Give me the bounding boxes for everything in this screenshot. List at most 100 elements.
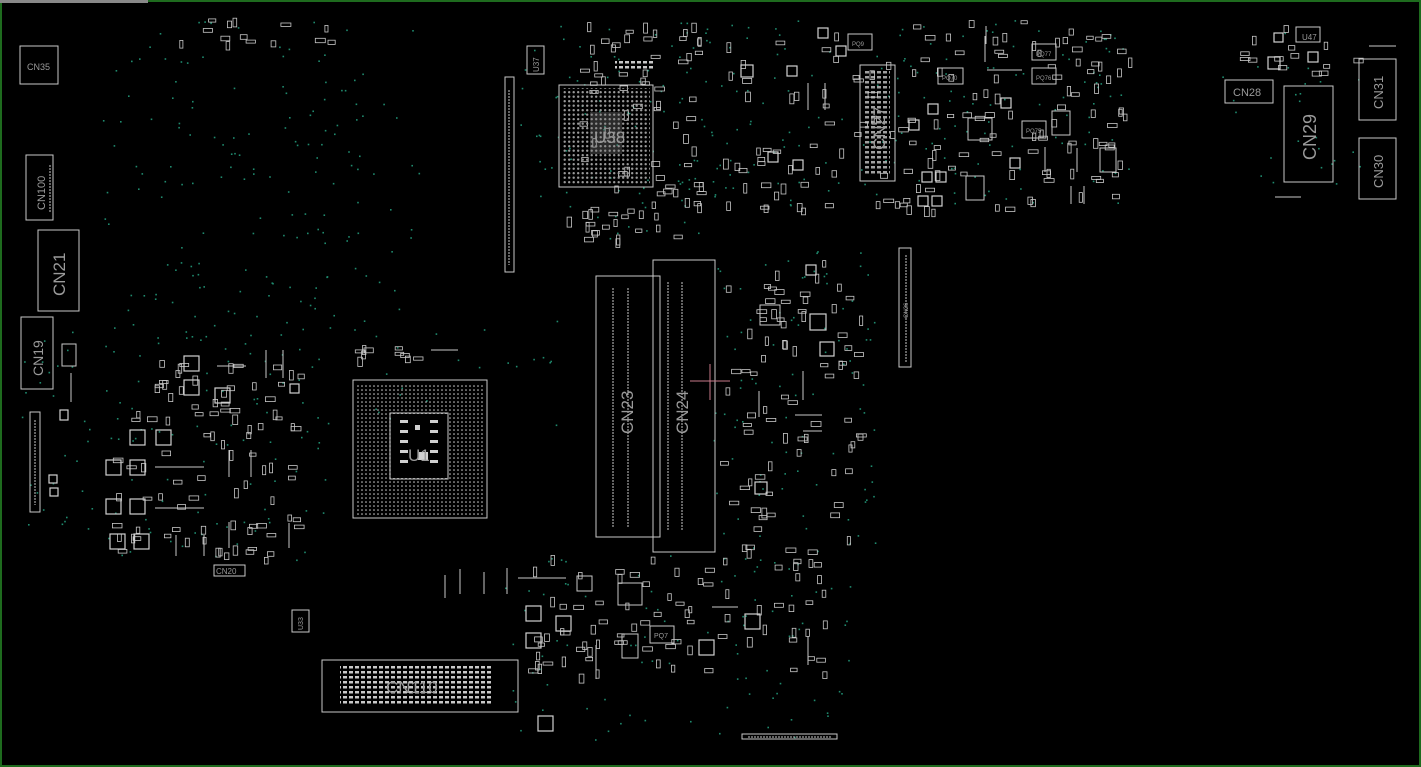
cn35-connector[interactable]: [19, 45, 59, 85]
pq7-part[interactable]: [649, 625, 675, 644]
via: [696, 160, 699, 162]
via: [113, 145, 116, 147]
via: [354, 329, 356, 331]
cn100-connector[interactable]: [25, 154, 54, 221]
smd-part: [833, 55, 839, 63]
via: [803, 178, 805, 181]
smd-part: [314, 37, 326, 44]
via: [692, 47, 695, 49]
smd-part: [797, 309, 807, 314]
pq-part-r1[interactable]: [1051, 110, 1071, 136]
smd-part: [1068, 28, 1074, 36]
pq-part-b1[interactable]: [621, 633, 639, 659]
smd-part: [1118, 108, 1123, 117]
qfn-chip-b[interactable]: [617, 582, 643, 606]
u1-chip[interactable]: [352, 379, 488, 519]
smd-part: [1252, 35, 1257, 46]
pq76-part[interactable]: [1031, 67, 1057, 85]
cn31-connector[interactable]: [1358, 58, 1397, 121]
via: [1105, 47, 1108, 50]
cn27-connector[interactable]: [859, 64, 896, 182]
smd-part: [854, 132, 862, 137]
via: [910, 65, 912, 68]
via: [346, 240, 348, 242]
pq9-part[interactable]: [847, 33, 873, 51]
bottom-strip-connector[interactable]: [741, 733, 838, 740]
smd-part: [745, 91, 751, 103]
smd-part: [537, 663, 542, 675]
smd-part: [820, 363, 829, 368]
via: [597, 216, 599, 219]
smd-part: [799, 291, 811, 297]
pq70-part[interactable]: [937, 67, 964, 85]
via: [542, 356, 545, 359]
pq75-part[interactable]: [1021, 120, 1047, 139]
via: [866, 499, 868, 501]
smd-part: [697, 578, 704, 585]
cn28-connector[interactable]: [1224, 79, 1274, 104]
via: [945, 73, 947, 75]
via: [945, 58, 948, 61]
pq70-label: PQ70: [942, 76, 958, 82]
smd-part: [822, 260, 827, 268]
cn21-connector[interactable]: [37, 229, 80, 312]
cn110-connector[interactable]: [321, 659, 519, 713]
via: [242, 439, 245, 442]
u38-die-center: [590, 112, 622, 154]
smd-part: [1057, 104, 1067, 111]
u37-chip[interactable]: [526, 45, 545, 75]
smd-part: [788, 637, 798, 643]
via: [860, 252, 862, 254]
small-chip-l[interactable]: [61, 343, 77, 367]
cn23-slot[interactable]: [595, 275, 661, 538]
cn26-connector[interactable]: [898, 247, 912, 368]
cn24-slot[interactable]: [652, 259, 716, 553]
smd-part: [903, 168, 913, 174]
cursor-crosshair: [690, 364, 730, 400]
cn20-connector[interactable]: [213, 564, 246, 577]
vertical-connector-cn[interactable]: [504, 76, 515, 273]
smd-part: [728, 71, 733, 81]
u33-chip[interactable]: [291, 609, 310, 633]
via: [238, 154, 241, 156]
qfn-chip-r[interactable]: [967, 117, 993, 141]
smd-part: [822, 620, 828, 630]
smd-part: [1052, 74, 1063, 80]
u38-chip[interactable]: [558, 84, 654, 188]
small-chip-b2[interactable]: [576, 575, 593, 592]
smd-part: [795, 573, 801, 582]
smd-part: [960, 171, 968, 177]
smd-part: [667, 593, 672, 601]
smd-part: [1239, 57, 1251, 61]
via: [837, 182, 840, 184]
via: [749, 123, 752, 126]
smd-part: [656, 191, 666, 197]
u47-chip[interactable]: [1295, 26, 1321, 43]
smd-part: [916, 184, 921, 194]
pq-part-r2[interactable]: [1099, 147, 1117, 173]
smd-part: [684, 163, 693, 168]
smd-part: [838, 361, 847, 366]
left-edge-connector[interactable]: [29, 411, 41, 513]
via: [742, 615, 744, 618]
via: [1103, 38, 1106, 41]
smd-part: [687, 645, 693, 656]
via: [296, 144, 299, 147]
smd-part: [225, 41, 231, 51]
via: [657, 608, 659, 611]
via: [725, 187, 727, 189]
cn30-connector[interactable]: [1358, 137, 1397, 200]
cn19-connector[interactable]: [20, 316, 54, 390]
via: [48, 371, 51, 374]
via: [546, 684, 549, 686]
pq-part-r3[interactable]: [965, 175, 985, 201]
via: [797, 20, 800, 22]
qfn-chip-m[interactable]: [759, 304, 781, 326]
cn29-connector[interactable]: [1283, 85, 1334, 183]
smd-part: [678, 59, 689, 65]
via: [649, 100, 652, 103]
pq77-part[interactable]: [1031, 43, 1057, 61]
via: [721, 85, 723, 87]
